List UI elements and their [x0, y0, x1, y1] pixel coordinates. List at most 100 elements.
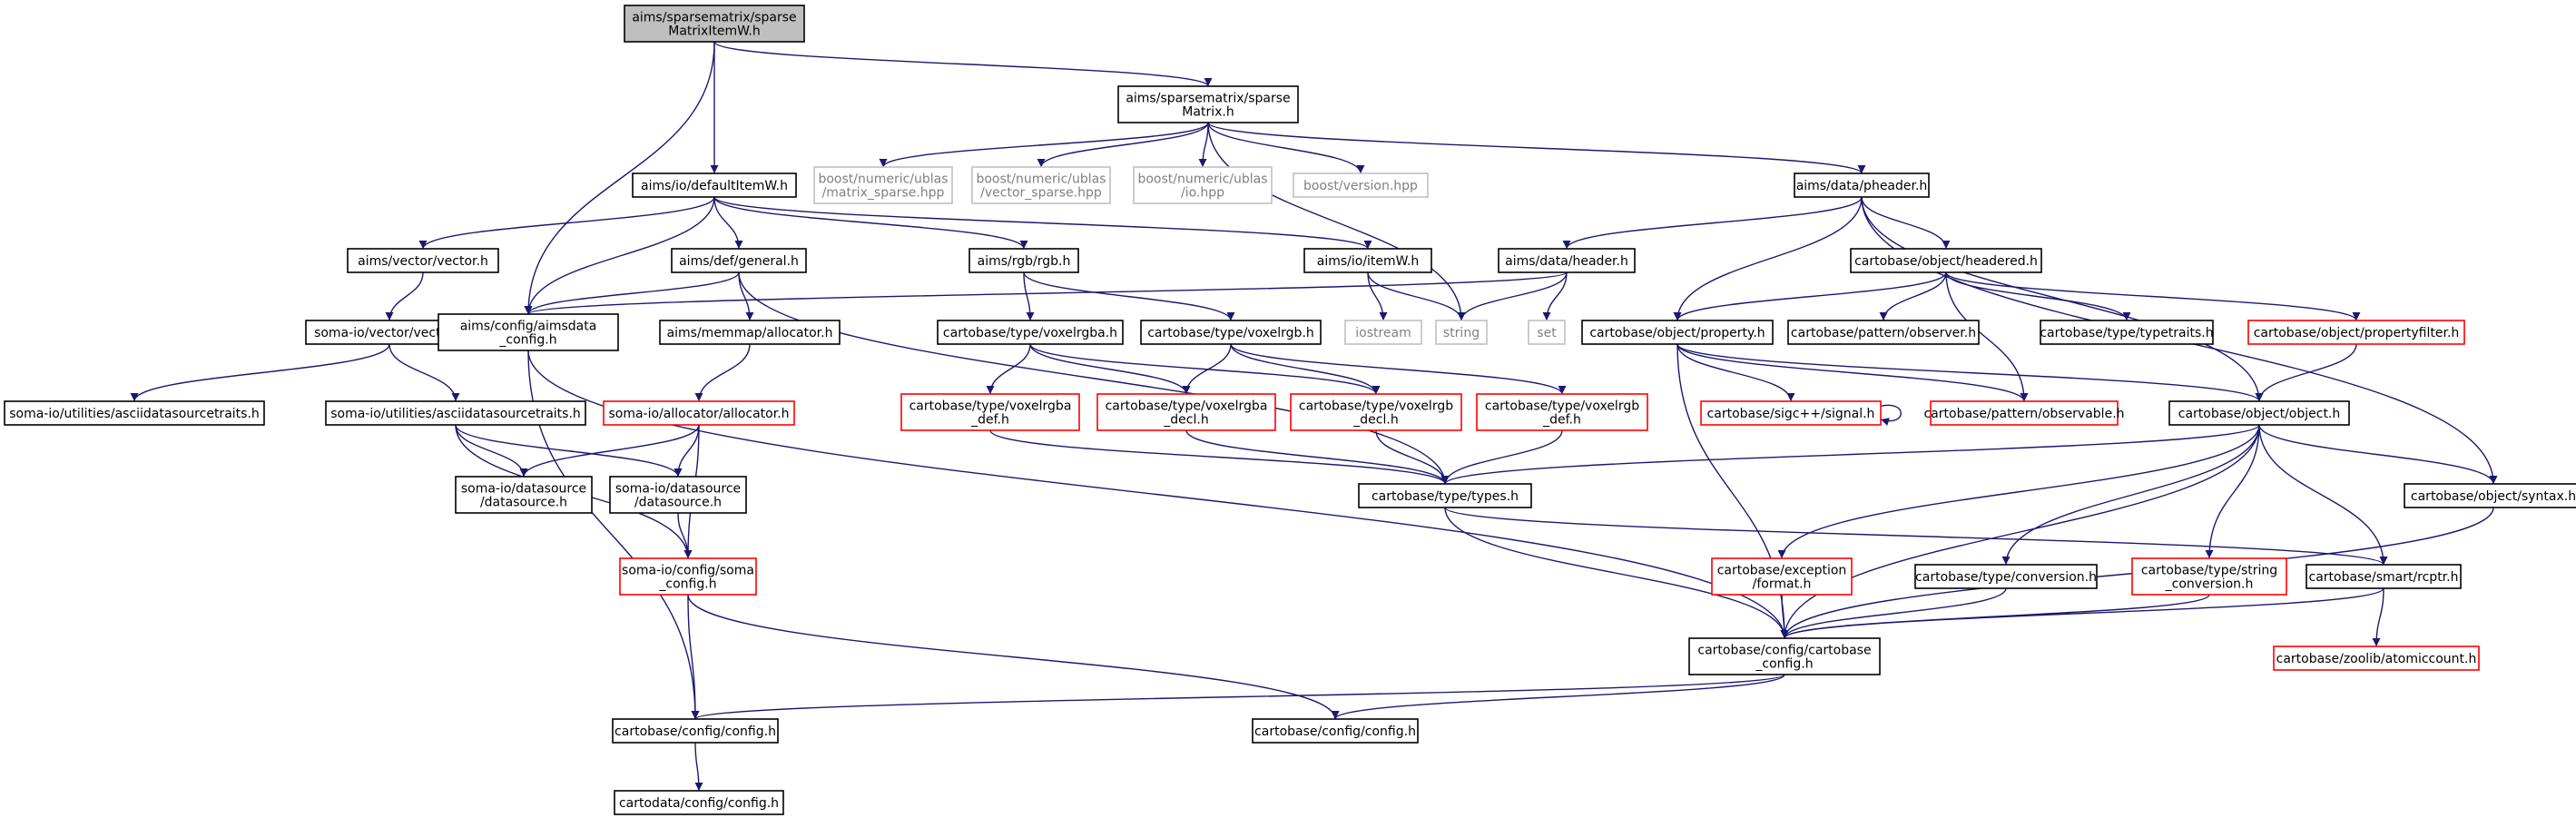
node-object[interactable]: cartobase/object/object.h [2168, 400, 2350, 426]
node-label-voxelrgba_decl-1: _decl.h [1163, 413, 1208, 428]
node-label-rcptr-0: cartobase/smart/rcptr.h [2309, 570, 2459, 585]
edge-sparsematrix-to-ublas_matrix [879, 122, 1209, 168]
node-soma_allocator[interactable]: soma-io/allocator/allocator.h [603, 400, 795, 426]
node-types[interactable]: cartobase/type/types.h [1358, 483, 1532, 508]
node-label-boost_version-0: boost/version.hpp [1303, 179, 1418, 193]
edge-rcptr-to-cartobase_config [1780, 587, 2384, 639]
edge-voxelrgba_decl-to-types [1185, 429, 1450, 485]
node-label-config1-0: cartobase/config/config.h [615, 724, 776, 739]
node-general[interactable]: aims/def/general.h [671, 248, 807, 273]
edge-headered-to-typetraits [1945, 271, 2131, 321]
node-label-pheader-0: aims/data/pheader.h [1796, 179, 1928, 193]
node-allocator[interactable]: aims/memmap/allocator.h [659, 320, 841, 345]
node-datasource1[interactable]: soma-io/datasource/datasource.h [455, 476, 593, 514]
node-label-datasource2-0: soma-io/datasource [615, 482, 741, 497]
node-propertyfilter[interactable]: cartobase/object/propertyfilter.h [2247, 320, 2465, 345]
node-label-voxelrgb_def-1: _def.h [1542, 413, 1581, 428]
node-cartodata_config[interactable]: cartodata/config/config.h [614, 790, 784, 815]
edges-layer [130, 41, 2498, 792]
edge-defaultitemw-to-general [713, 196, 743, 250]
node-label-property-0: cartobase/object/property.h [1589, 326, 1765, 340]
node-label-datasource1-0: soma-io/datasource [461, 482, 586, 497]
node-asciids[interactable]: soma-io/utilities/asciidatasourcetraits.… [325, 400, 586, 426]
node-observable[interactable]: cartobase/pattern/observable.h [1923, 400, 2125, 426]
edge-voxelrgba-to-voxelrgba_def [986, 343, 1031, 395]
edge-cartobase_config-to-config2 [1331, 674, 1785, 720]
node-box-ublas_io [1133, 166, 1273, 204]
node-label-root-0: aims/sparsematrix/sparse [632, 11, 796, 25]
node-aimsdata_config[interactable]: aims/config/aimsdata_config.h [438, 313, 619, 351]
node-rcptr[interactable]: cartobase/smart/rcptr.h [2306, 564, 2462, 589]
edge-rgb-to-voxelrgba [1023, 271, 1035, 321]
edge-sparsematrix-to-boost_version [1207, 122, 1365, 174]
node-asciids_left[interactable]: soma-io/utilities/asciidatasourcetraits.… [4, 400, 265, 426]
node-box-observer [1787, 320, 1980, 345]
edge-somavector-to-asciids [388, 343, 460, 402]
node-box-string_conversion [2131, 557, 2287, 596]
edge-property-to-observable [1676, 343, 2029, 402]
node-box-string [1435, 320, 1488, 345]
node-headered[interactable]: cartobase/object/headered.h [1850, 248, 2042, 273]
node-observer[interactable]: cartobase/pattern/observer.h [1787, 320, 1980, 345]
node-label-headered-0: cartobase/object/headered.h [1854, 254, 2038, 269]
node-atomiccount[interactable]: cartobase/zoolib/atomiccount.h [2273, 646, 2480, 671]
node-config1[interactable]: cartobase/config/config.h [612, 718, 779, 744]
node-itemw[interactable]: aims/io/itemW.h [1303, 248, 1432, 273]
node-datasource2[interactable]: soma-io/datasource/datasource.h [609, 476, 747, 514]
node-syntax[interactable]: cartobase/object/syntax.h [2404, 483, 2576, 508]
node-label-voxelrgb_decl-0: cartobase/type/voxelrgb [1299, 399, 1453, 414]
edge-types-to-rcptr [1444, 507, 2388, 566]
node-label-typetraits-0: cartobase/type/typetraits.h [2040, 326, 2213, 340]
node-exc_format[interactable]: cartobase/exception/format.h [1711, 557, 1853, 596]
node-signal[interactable]: cartobase/sigc++/signal.h [1700, 400, 1882, 426]
edge-datasource2-to-soma_config [677, 512, 693, 559]
node-box-sparsematrix [1117, 85, 1299, 123]
node-voxelrgba_decl[interactable]: cartobase/type/voxelrgba_decl.h [1096, 393, 1276, 431]
node-soma_config[interactable]: soma-io/config/soma_config.h [619, 557, 757, 596]
node-box-ublas_vector [971, 166, 1111, 204]
node-iostream: iostream [1344, 320, 1422, 345]
edge-voxelrgba-to-voxelrgba_decl [1029, 343, 1191, 395]
node-voxelrgb_def[interactable]: cartobase/type/voxelrgb_def.h [1476, 393, 1648, 431]
node-label-atomiccount-0: cartobase/zoolib/atomiccount.h [2276, 652, 2477, 666]
node-config2[interactable]: cartobase/config/config.h [1252, 718, 1419, 744]
edge-pheader-to-header [1562, 196, 1863, 250]
edge-headered-to-observable [1945, 271, 2029, 402]
node-string_conversion[interactable]: cartobase/type/string_conversion.h [2131, 557, 2287, 596]
edge-config1-to-cartodata_config [694, 742, 703, 792]
node-pheader[interactable]: aims/data/pheader.h [1794, 172, 1930, 198]
node-voxelrgb_decl[interactable]: cartobase/type/voxelrgb_decl.h [1290, 393, 1462, 431]
node-label-ublas_io-0: boost/numeric/ublas [1137, 172, 1267, 187]
node-box-voxelrgba [937, 320, 1124, 345]
node-defaultitemw[interactable]: aims/io/defaultItemW.h [632, 172, 797, 198]
edge-sparsematrix-to-pheader [1207, 122, 1866, 174]
edge-root-to-sparsematrix [713, 41, 1213, 87]
node-header[interactable]: aims/data/header.h [1498, 248, 1636, 273]
node-voxelrgb[interactable]: cartobase/type/voxelrgb.h [1140, 320, 1322, 345]
node-box-boost_version [1293, 172, 1429, 198]
node-cartobase_config[interactable]: cartobase/config/cartobase_config.h [1688, 637, 1881, 675]
node-label-ublas_matrix-0: boost/numeric/ublas [818, 172, 948, 187]
node-box-aimsdata_config [438, 313, 619, 351]
edge-header-to-set [1542, 271, 1568, 321]
node-box-allocator [659, 320, 841, 345]
edge-propertyfilter-to-object [2255, 343, 2357, 402]
node-voxelrgba_def[interactable]: cartobase/type/voxelrgba_def.h [900, 393, 1080, 431]
node-label-sparsematrix-1: Matrix.h [1182, 105, 1234, 120]
edge-cartobase_config-to-config1 [691, 674, 1785, 720]
node-typetraits[interactable]: cartobase/type/typetraits.h [2040, 320, 2214, 345]
node-voxelrgba[interactable]: cartobase/type/voxelrgba.h [937, 320, 1124, 345]
node-label-voxelrgba_decl-0: cartobase/type/voxelrgba [1106, 399, 1268, 414]
node-property[interactable]: cartobase/object/property.h [1581, 320, 1774, 345]
edge-itemw-to-string [1367, 271, 1466, 321]
node-conversion[interactable]: cartobase/type/conversion.h [1914, 564, 2098, 589]
node-label-voxelrgba-0: cartobase/type/voxelrgba.h [943, 326, 1117, 340]
node-label-conversion-0: cartobase/type/conversion.h [1915, 570, 2097, 585]
node-box-config1 [612, 718, 779, 744]
node-aimsvector[interactable]: aims/vector/vector.h [347, 248, 499, 273]
node-rgb[interactable]: aims/rgb/rgb.h [968, 248, 1079, 273]
edge-conversion-to-cartobase_config [1780, 587, 2007, 639]
node-box-datasource2 [609, 476, 747, 514]
